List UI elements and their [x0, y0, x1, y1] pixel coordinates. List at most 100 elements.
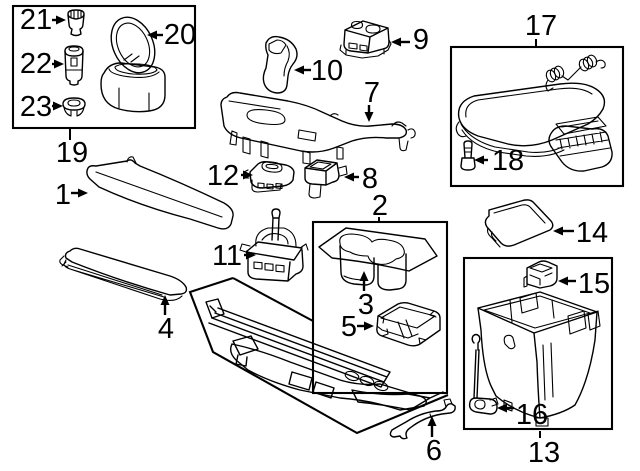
callout-12: 12	[207, 160, 253, 192]
sill-top	[64, 247, 188, 296]
callouts-layer: 1 2 3 4 5 6 7 8	[20, 4, 610, 469]
callout-4-label: 4	[158, 313, 174, 345]
switch9-buttons	[350, 20, 381, 34]
callout-21: 21	[20, 4, 66, 36]
callout-2-label: 2	[372, 190, 388, 222]
bracket-outline	[389, 403, 456, 440]
cupholder-flange	[318, 227, 438, 272]
group-box-19	[11, 4, 197, 130]
connector-detail	[523, 263, 553, 288]
ring-depth	[63, 106, 85, 117]
control-base	[243, 169, 283, 193]
bin-detail	[503, 292, 601, 427]
module-detail	[376, 306, 437, 345]
connector-body	[526, 260, 558, 289]
callout-9-label: 9	[413, 24, 429, 56]
group-box-2	[311, 220, 449, 395]
part-23-retainer-ring	[62, 97, 86, 117]
switch9-body	[343, 20, 390, 54]
part-3-cupholder	[318, 227, 438, 291]
callout-8: 8	[344, 163, 378, 195]
ring-inner	[67, 99, 81, 107]
part-15-connector	[523, 260, 558, 289]
callout-16: 16	[497, 399, 548, 431]
callout-19-label: 19	[56, 137, 88, 169]
callout-1-label: 1	[55, 179, 71, 211]
cupholder-opening	[339, 233, 405, 265]
module-outline	[376, 301, 441, 347]
part-7-console-trim-plate	[220, 91, 416, 165]
plate-outline	[220, 91, 408, 153]
part-storage-bin	[477, 291, 601, 427]
part-22-lighter-socket	[64, 45, 84, 86]
callout-19: 19	[56, 129, 88, 169]
part-21-lighter-cap	[67, 9, 85, 37]
part-10-shift-knob	[262, 35, 298, 94]
callout-16-label: 16	[516, 399, 548, 431]
ring-outer	[62, 97, 86, 111]
plate-cutouts	[228, 100, 339, 142]
callout-15: 15	[558, 268, 610, 300]
carrier-panel-edge-top	[232, 277, 314, 322]
callout-10-label: 10	[311, 55, 343, 87]
ashtray-lid-outer	[110, 16, 156, 74]
callout-18: 18	[474, 145, 524, 177]
part-armrest-lid	[455, 82, 613, 172]
carrier-panel-edge	[188, 277, 449, 435]
cap-top	[67, 9, 85, 20]
plate-clips	[391, 121, 416, 152]
group-box-13	[462, 256, 614, 431]
part-11-shifter-assembly	[239, 208, 309, 282]
callout-15-label: 15	[578, 268, 610, 300]
callout-18-label: 18	[492, 145, 524, 177]
callout-8-label: 8	[362, 163, 378, 195]
ashtray-cup	[100, 62, 166, 113]
armrest-top	[457, 82, 606, 147]
knob-outline	[262, 35, 298, 94]
carrier-end-cap	[205, 298, 225, 319]
callout-11-label: 11	[212, 240, 242, 272]
knob-detail	[268, 39, 290, 77]
callout-22-label: 22	[20, 48, 52, 80]
callout-23-label: 23	[20, 91, 52, 123]
callout-21-label: 21	[20, 4, 52, 36]
callout-9: 9	[391, 24, 429, 56]
part-4-sill-plate	[59, 247, 188, 302]
wire-rod	[471, 333, 481, 399]
shifter-base	[245, 241, 304, 282]
callout-6: 6	[426, 416, 442, 467]
carrier-body	[229, 343, 427, 411]
carrier-hole-3	[373, 380, 389, 392]
cap-body	[67, 14, 85, 37]
carrier-outline	[188, 277, 449, 435]
socket-body	[64, 50, 84, 86]
callout-7-label: 7	[364, 77, 380, 109]
spring-wire	[545, 59, 606, 92]
callout-3: 3	[358, 271, 374, 321]
armrest-edges	[455, 87, 593, 157]
part-5-module	[376, 301, 441, 347]
callout-12-label: 12	[207, 160, 239, 192]
part-9-switch-pack	[339, 20, 392, 59]
callout-5-label: 5	[341, 311, 357, 343]
carrier-rails	[208, 307, 391, 388]
switch9-base	[339, 39, 392, 59]
bolt-threads	[464, 147, 472, 153]
callout-11: 11	[212, 240, 256, 272]
part-16-lamp-wire	[468, 333, 499, 415]
spring-left-coil2	[549, 67, 561, 81]
callout-2: 2	[372, 190, 388, 222]
spring-right-coil2	[582, 56, 594, 70]
callout-1: 1	[55, 179, 88, 211]
part-12-control-module	[243, 161, 295, 193]
part-hinge-springs	[545, 54, 606, 92]
callout-13-label: 13	[528, 437, 560, 469]
trim-outline	[86, 159, 234, 230]
socket-detail	[65, 46, 83, 71]
trim-contour	[95, 156, 223, 218]
callout-20-label: 20	[164, 19, 196, 51]
callout-13: 13	[528, 431, 560, 469]
cupholder-shadow	[343, 275, 367, 281]
